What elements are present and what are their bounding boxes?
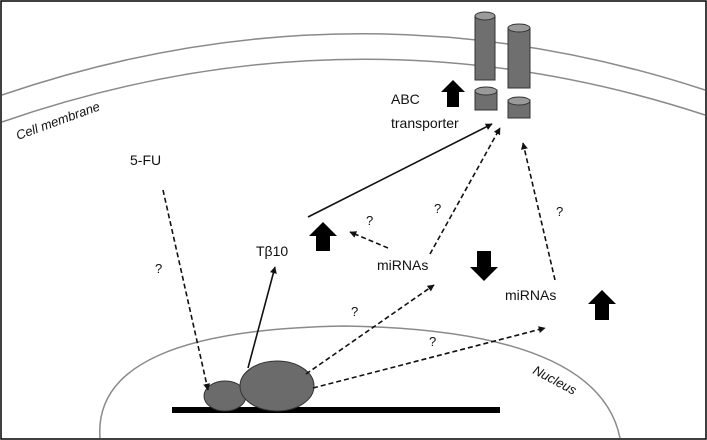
question-mark: ? (155, 261, 162, 276)
pathway-arrows (162, 123, 556, 391)
membrane-outer-line (1, 32, 706, 96)
arrow-mirnas-to-tb10 (349, 231, 389, 249)
mirnas-left-label: miRNAs (377, 257, 428, 273)
transporter-cylinder-upper-left (474, 15, 496, 81)
upregulation-arrow-tb10 (309, 222, 337, 251)
arrow-tb10-to-transporter (307, 123, 493, 218)
transporter-cylinder-cap (507, 23, 531, 33)
transporter-cylinder-cap (507, 96, 531, 106)
abc-label-line2: transporter (391, 115, 459, 131)
nucleus-label: Nucleus (531, 362, 580, 398)
question-mark: ? (556, 204, 563, 219)
cell-membrane-label: Cell membrane (14, 99, 102, 143)
large-organelle-body (239, 360, 315, 412)
5fu-label: 5-FU (130, 152, 161, 168)
abc-label-line1: ABC (391, 91, 420, 107)
upregulation-arrow-mirnas (588, 290, 616, 320)
arrow-nucleus-to-mirnas (305, 284, 435, 375)
membrane-inner-line (1, 58, 706, 123)
question-mark: ? (351, 304, 358, 319)
transporter-cylinder-cap (474, 86, 498, 96)
transporter-cylinder-cap (474, 11, 496, 21)
question-mark: ? (434, 201, 441, 216)
dna-strand-bar (172, 407, 500, 413)
cell-membrane (1, 32, 706, 123)
arrow-mirnas-to-transporter (429, 127, 501, 255)
arrow-nucleus-to-tb10 (247, 266, 277, 369)
arrow-5fu-to-nucleus (162, 189, 211, 391)
downregulation-arrow-mirnas (470, 251, 498, 281)
question-mark: ? (366, 213, 373, 228)
tb10-label: Tβ10 (256, 243, 288, 259)
question-mark: ? (429, 334, 436, 349)
mirnas-right-label: miRNAs (505, 287, 556, 303)
nucleus-envelope (99, 325, 621, 439)
arrow-right-mirnas-to-transporter (521, 142, 556, 281)
transporter-cylinder-upper-right (507, 27, 531, 89)
upregulation-arrow-transporter (441, 80, 465, 107)
abc-transporter-icon (474, 11, 531, 119)
